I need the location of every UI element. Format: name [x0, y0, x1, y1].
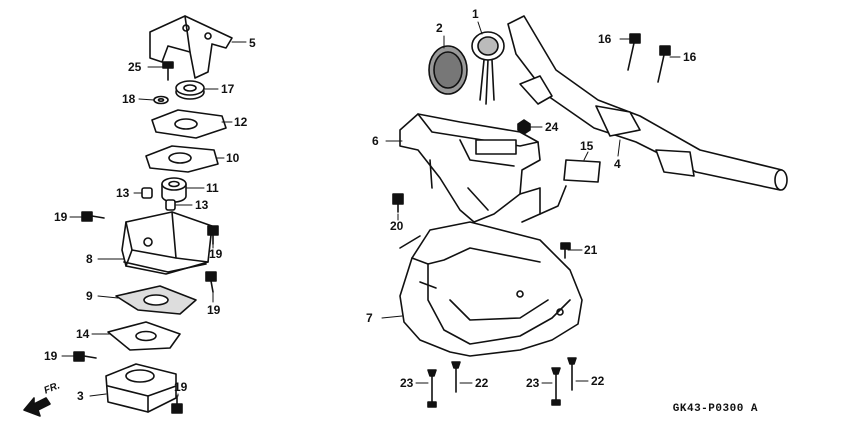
part-19-bolt-d [73, 351, 97, 362]
callout-19-b: 19 [209, 247, 223, 261]
part-13-collar-upper [141, 187, 153, 199]
part-25-bolt [162, 61, 174, 81]
callout-24: 24 [545, 120, 559, 134]
callout-6: 6 [372, 134, 379, 148]
part-19-bolt-b [207, 225, 219, 245]
callout-4: 4 [614, 157, 621, 171]
callout-22-left: 22 [475, 376, 489, 390]
part-23-screw-left [427, 369, 437, 408]
part-19-bolt-a [81, 211, 105, 222]
part-20-bolt [392, 193, 404, 213]
part-16-bolt-b [657, 45, 671, 83]
part-15-label [563, 159, 601, 183]
callout-1: 1 [472, 7, 479, 21]
part-12-plate [151, 109, 227, 139]
part-19-bolt-e [171, 395, 183, 414]
callout-8: 8 [86, 252, 93, 266]
callout-20: 20 [390, 219, 404, 233]
callout-13-lower: 13 [195, 198, 209, 212]
part-4-handlebar [507, 15, 788, 191]
part-17-nut [175, 80, 205, 100]
part-10-plate [145, 145, 219, 173]
callout-22-right: 22 [591, 374, 605, 388]
part-5-bracket [149, 15, 233, 79]
callout-9: 9 [86, 289, 93, 303]
callout-14: 14 [76, 327, 90, 341]
callout-2: 2 [436, 21, 443, 35]
callout-16-a: 16 [598, 32, 612, 46]
callout-19-d: 19 [44, 349, 58, 363]
callout-16-b: 16 [683, 50, 697, 64]
callout-15: 15 [580, 139, 594, 153]
part-22-screw-right [567, 357, 577, 391]
part-23-screw-right [551, 367, 561, 406]
drawing-code: GK43-P0300 A [672, 403, 758, 415]
callout-19-c: 19 [207, 303, 221, 317]
part-7-lower-housing [399, 221, 583, 357]
part-21-screw [560, 242, 571, 259]
callout-21: 21 [584, 243, 598, 257]
callout-12: 12 [234, 115, 248, 129]
part-18-washer [153, 95, 169, 105]
callout-19-a: 19 [54, 210, 68, 224]
part-14-plate [107, 321, 181, 351]
leader-lines [61, 21, 681, 397]
callout-17: 17 [221, 82, 235, 96]
part-13-collar-lower [165, 199, 176, 211]
callout-11: 11 [206, 181, 219, 195]
callout-13-upper: 13 [116, 186, 130, 200]
part-1-speedometer [471, 31, 505, 105]
callout-19-e: 19 [174, 380, 188, 394]
callout-3: 3 [77, 389, 84, 403]
part-22-screw-left [451, 361, 461, 393]
callout-23-right: 23 [526, 376, 540, 390]
part-9-rubber-pad [115, 285, 197, 315]
part-2-meter-face [428, 45, 468, 95]
part-8-lower-cover [121, 211, 213, 275]
callout-7: 7 [366, 311, 373, 325]
callout-23-left: 23 [400, 376, 414, 390]
callout-25: 25 [128, 60, 142, 74]
callout-10: 10 [226, 151, 240, 165]
part-24-nut [517, 119, 531, 135]
part-19-bolt-c [205, 271, 217, 293]
front-direction-arrow-icon [23, 397, 51, 417]
callout-5: 5 [249, 36, 256, 50]
part-6-upper-cover [399, 113, 567, 223]
callout-18: 18 [122, 92, 136, 106]
part-3-holder [105, 363, 177, 413]
part-11-bushing [161, 177, 187, 203]
